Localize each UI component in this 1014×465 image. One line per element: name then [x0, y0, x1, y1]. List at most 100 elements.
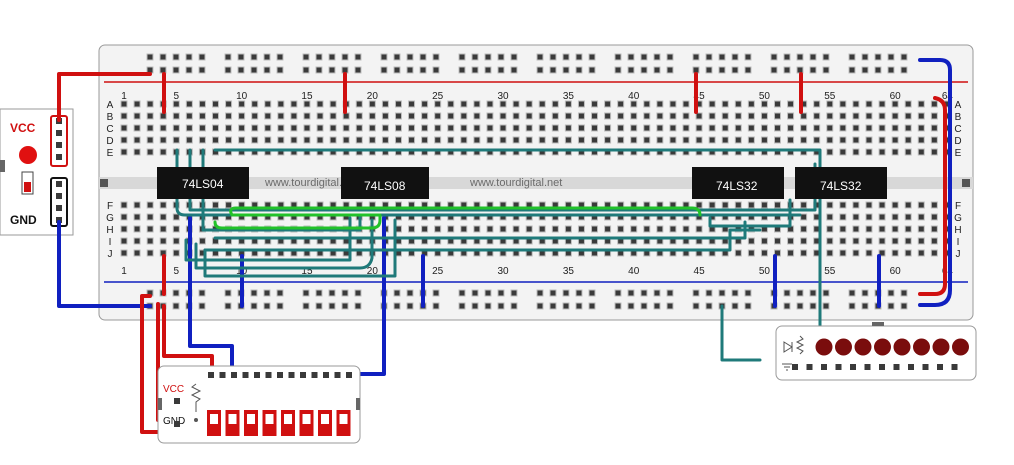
ground-icon — [782, 363, 792, 371]
header-pin — [56, 130, 62, 136]
rail-hole — [159, 66, 167, 74]
rail-hole — [575, 302, 583, 310]
breadboard-hole — [656, 225, 664, 233]
module-pin — [265, 372, 272, 378]
wire-teal-k — [720, 304, 762, 362]
rail-hole — [250, 302, 258, 310]
breadboard-hole — [852, 249, 860, 257]
rail-hole — [861, 289, 869, 297]
breadboard-hole — [917, 237, 925, 245]
rail-hole — [861, 302, 869, 310]
breadboard-hole — [800, 136, 808, 144]
breadboard-hole — [904, 112, 912, 120]
breadboard-hole — [630, 124, 638, 132]
breadboard-hole — [787, 136, 795, 144]
breadboard-hole — [473, 136, 481, 144]
rail-hole — [185, 53, 193, 61]
rail-hole — [484, 53, 492, 61]
rail-hole — [341, 53, 349, 61]
rail-hole — [783, 66, 791, 74]
breadboard-hole — [316, 112, 324, 120]
breadboard-hole — [225, 136, 233, 144]
breadboard-hole — [133, 112, 141, 120]
rail-hole — [484, 289, 492, 297]
breadboard-hole — [434, 136, 442, 144]
breadboard-hole — [669, 112, 677, 120]
breadboard-hole — [774, 237, 781, 245]
rail-hole — [432, 302, 440, 310]
breadboard-hole — [434, 124, 442, 132]
breadboard-hole — [865, 225, 873, 233]
breadboard-hole — [839, 136, 847, 144]
module-pin — [908, 364, 914, 370]
column-number: 45 — [694, 266, 706, 277]
module-pin — [277, 372, 283, 378]
rail-hole — [497, 302, 505, 310]
rail-hole — [887, 289, 895, 297]
dip-switch-slot — [247, 414, 255, 430]
resistor-icon-led — [795, 335, 805, 355]
rail-hole — [458, 302, 466, 310]
breadboard-hole — [891, 237, 899, 245]
chip-74ls32-b-body — [795, 167, 887, 199]
rail-hole — [614, 66, 622, 74]
wire-teal-g — [203, 218, 397, 278]
breadboard-hole — [473, 100, 481, 108]
header-pin — [56, 142, 62, 148]
rail-hole — [458, 66, 466, 74]
breadboard-hole — [120, 249, 128, 257]
breadboard-hole — [316, 136, 324, 144]
chip-74ls08: 74LS08 — [341, 167, 429, 199]
rail-hole — [705, 66, 713, 74]
breadboard-hole — [577, 100, 585, 108]
breadboard-hole — [917, 124, 925, 132]
breadboard-hole — [721, 136, 729, 144]
breadboard-hole — [839, 225, 847, 233]
breadboard-hole — [394, 100, 402, 108]
row-letter: E — [107, 148, 114, 159]
rail-hole — [783, 302, 791, 310]
breadboard-hole — [826, 112, 834, 120]
breadboard-hole — [120, 201, 128, 209]
breadboard-hole — [251, 124, 259, 132]
dip-switch-slot — [265, 414, 274, 430]
breadboard-hole — [538, 136, 546, 144]
breadboard-hole — [826, 201, 834, 209]
wire-teal-a — [175, 148, 802, 217]
breadboard-hole — [434, 225, 442, 233]
breadboard-hole — [630, 225, 638, 233]
breadboard-hole — [172, 100, 180, 108]
rail-hole — [562, 302, 570, 310]
module-pin — [334, 372, 341, 378]
breadboard-hole — [734, 249, 742, 257]
rail-hole — [549, 53, 557, 61]
breadboard-hole — [133, 148, 141, 156]
rail-hole — [263, 302, 271, 310]
breadboard-hole — [656, 100, 664, 108]
module-pin — [850, 364, 856, 370]
breadboard-hole — [277, 112, 285, 120]
breadboard-hole — [198, 100, 206, 108]
breadboard-hole — [839, 213, 847, 221]
breadboard-hole — [172, 112, 180, 120]
breadboard-hole — [499, 136, 507, 144]
rail-hole — [549, 289, 557, 297]
breadboard-hole — [826, 148, 834, 156]
rail-hole — [640, 302, 648, 310]
breadboard-hole — [891, 201, 899, 209]
module-pin — [937, 364, 943, 370]
column-number: 30 — [497, 91, 509, 102]
dip-switch-knob — [228, 424, 237, 430]
breadboard-hole — [852, 136, 860, 144]
breadboard-hole — [211, 201, 219, 209]
rail-hole — [640, 53, 648, 61]
dip-switch-slot — [339, 414, 348, 430]
row-letter: F — [955, 201, 961, 212]
breadboard-hole — [591, 124, 599, 132]
module-pin — [346, 372, 352, 378]
rail-hole — [172, 66, 180, 74]
rail-hole — [341, 289, 349, 297]
breadboard-hole — [290, 136, 298, 144]
breadboard-hole — [264, 136, 272, 144]
rail-hole — [796, 66, 804, 74]
